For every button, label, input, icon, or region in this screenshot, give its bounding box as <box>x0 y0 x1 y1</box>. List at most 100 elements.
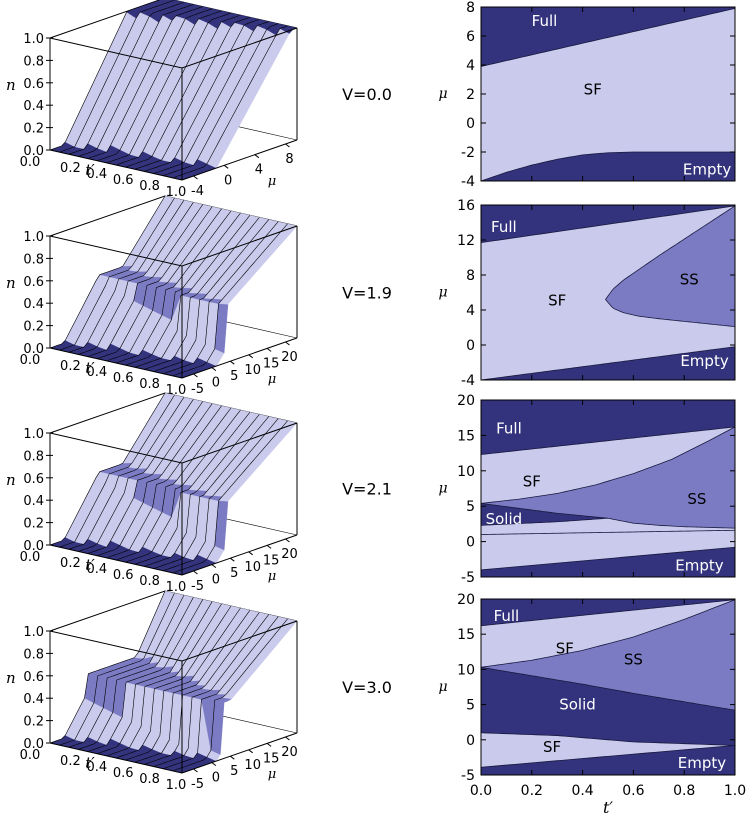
surface-strip-line <box>125 607 241 761</box>
sf-ss-boundary <box>480 599 736 668</box>
region-label-empty: Empty <box>683 160 731 178</box>
region-label-solid: Solid <box>559 696 596 714</box>
t-tick-label: 1.0 <box>166 778 187 793</box>
t-tick-label: 0.8 <box>139 772 160 787</box>
region-label-sf: SF <box>556 639 574 657</box>
solid-top-boundary <box>480 502 609 519</box>
surface-strip-line <box>78 597 194 750</box>
surface-strip-line <box>144 414 260 567</box>
mu-tick-label: 0 <box>212 573 220 588</box>
lower-boundary <box>480 745 736 768</box>
mu-tick <box>211 564 217 568</box>
surface-strip-line <box>134 610 251 763</box>
y-axis-label: μ <box>438 86 447 102</box>
region-label-full: Full <box>494 607 520 625</box>
surface-strip-line <box>68 595 185 748</box>
y-tick-label: 4 <box>466 58 475 74</box>
solid-region <box>481 667 735 746</box>
t-tick-label: 0.0 <box>20 748 41 763</box>
surface-strip-line <box>106 405 222 559</box>
n-axis-label: n <box>6 471 16 489</box>
n-tick-label: 0.4 <box>23 494 44 509</box>
t-axis-label: t′ <box>85 359 95 377</box>
surface-strip-line <box>97 601 213 754</box>
surface-strip-line <box>172 618 288 772</box>
mu-tick-label: 20 <box>281 745 298 760</box>
t-tick-label: 1.0 <box>166 185 187 200</box>
v-value-label: V=0.0 <box>342 85 392 104</box>
ss-region <box>481 599 735 711</box>
surface-strip-line <box>134 412 251 565</box>
mu-tick <box>254 154 260 159</box>
surface-strip-line <box>49 392 166 546</box>
ss-top-boundary <box>605 205 736 300</box>
region-label-ss: SS <box>687 490 706 508</box>
mu-tick <box>193 373 198 378</box>
surface-strip-line <box>125 14 241 168</box>
mu-axis-label: μ <box>268 767 276 782</box>
mu-tick-label: 0 <box>212 376 220 391</box>
y-tick-label: 12 <box>457 233 475 249</box>
n-tick-label: 1.0 <box>23 32 44 47</box>
surface-strip-line <box>97 403 213 556</box>
surface-strip-line <box>134 215 251 368</box>
box-right-floor <box>181 139 298 181</box>
surface-strip-line <box>49 590 166 744</box>
y-tick-label: 0 <box>466 535 475 551</box>
mu-axis-label: μ <box>268 372 276 387</box>
v-value-label: V=3.0 <box>342 678 392 697</box>
y-tick-label: -4 <box>461 174 475 190</box>
y-tick-label: -5 <box>461 570 475 586</box>
upper-boundary <box>480 599 736 627</box>
t-tick-label: 0.8 <box>139 377 160 392</box>
mu-tick-label: -5 <box>191 382 204 397</box>
mu-tick <box>266 545 272 549</box>
region-label-sf: SF <box>523 472 541 490</box>
mu-tick-label: 0 <box>212 771 220 786</box>
mu-tick <box>285 736 290 741</box>
mu-tick-label: -5 <box>191 579 204 594</box>
y-tick-label: 8 <box>466 268 475 284</box>
region-label-empty: Empty <box>680 352 728 370</box>
mu-tick <box>285 341 290 346</box>
n-tick-label: 0.6 <box>23 275 44 290</box>
surface-strip-line <box>106 10 222 164</box>
t-tick-label: 0.6 <box>113 371 134 386</box>
t-axis-label: t′ <box>85 556 95 574</box>
ss-bottom-boundary <box>607 517 736 529</box>
y-tick-label: 20 <box>457 592 475 608</box>
region-label-ss: SS <box>680 270 699 288</box>
n-tick-label: 0.0 <box>23 144 44 159</box>
y-tick-label: 10 <box>457 662 475 678</box>
surface-strip-line <box>78 4 194 157</box>
surface-strip-line <box>59 593 175 746</box>
n-tick-label: 0.0 <box>23 737 44 752</box>
y-tick-label: 5 <box>466 499 475 515</box>
mu-tick-label: 20 <box>281 547 298 562</box>
x-tick-label: 0.4 <box>571 783 593 799</box>
x-tick-label: 0.0 <box>470 783 492 799</box>
region-label-sf: SF <box>548 291 566 309</box>
surface-strip-line <box>78 399 194 552</box>
surface-strip-line <box>68 2 184 155</box>
n-axis-label: n <box>6 274 16 292</box>
lower-boundary <box>480 346 736 381</box>
surface-strip-line <box>87 599 203 752</box>
y-tick-label: -4 <box>461 373 475 389</box>
region-label-ss: SS <box>624 651 643 669</box>
ss-region <box>605 205 735 327</box>
region-label-full: Full <box>491 218 517 236</box>
t-tick-label: 0.4 <box>86 760 107 775</box>
surface-strip-line <box>153 21 269 174</box>
ss-bottom-boundary <box>605 299 736 328</box>
upper-boundary <box>480 205 736 244</box>
plot-frame <box>480 204 736 381</box>
x-tick-label: 1.0 <box>724 783 746 799</box>
t-axis-label: t′ <box>85 161 95 179</box>
n-tick-label: 0.8 <box>23 449 44 464</box>
mu-tick-label: -4 <box>191 184 204 199</box>
y-tick-label: 6 <box>466 29 475 45</box>
